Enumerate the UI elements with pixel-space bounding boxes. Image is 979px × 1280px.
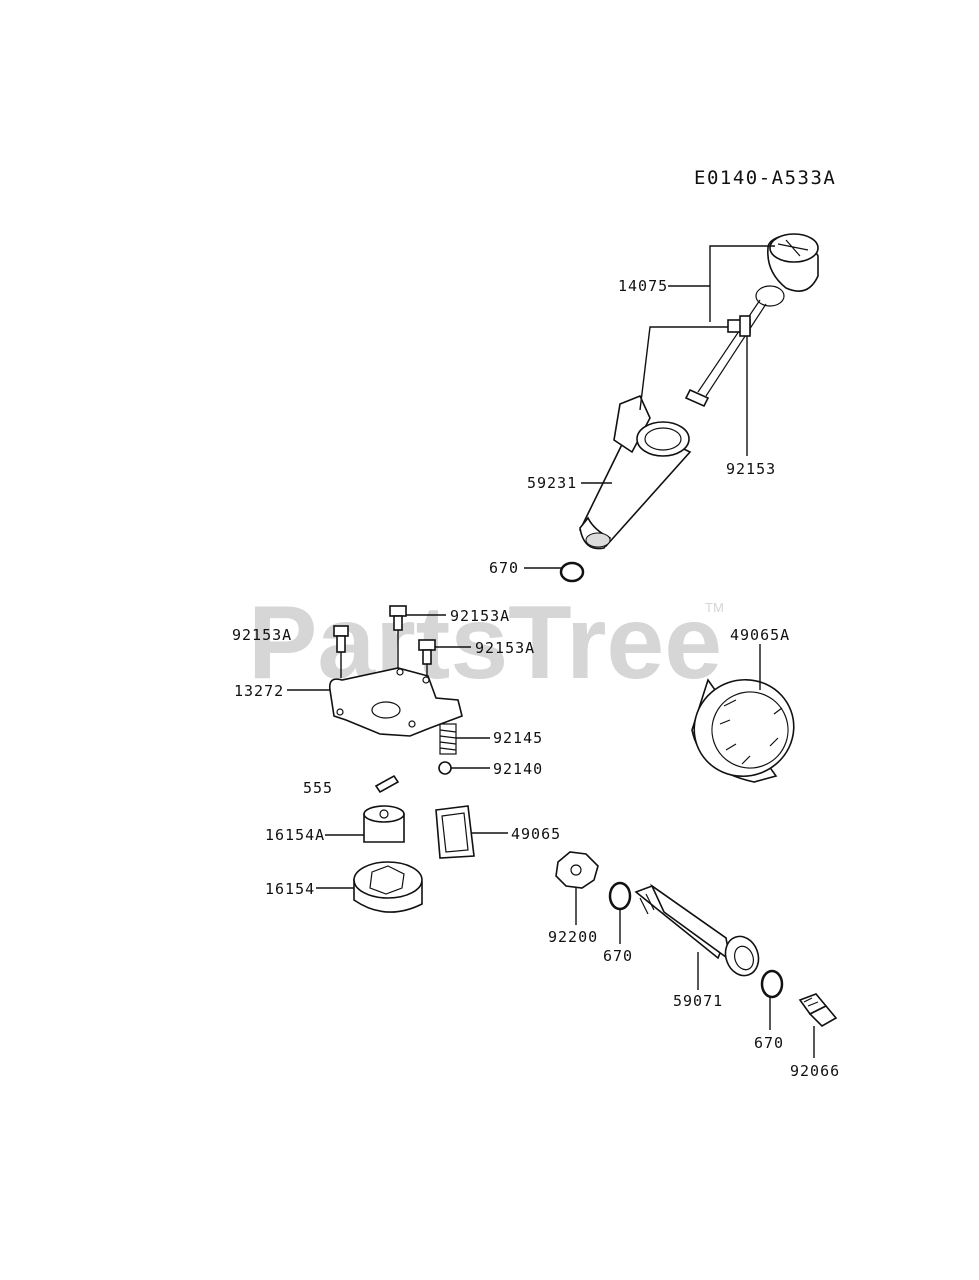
callout-14075[interactable]: 14075: [618, 277, 668, 295]
leader-92153-a: [639, 326, 728, 411]
bolt-92153A-left-part[interactable]: [333, 625, 349, 653]
callout-670-c[interactable]: 670: [754, 1034, 784, 1052]
o-ring-670-a[interactable]: [559, 561, 585, 583]
o-ring-670-b[interactable]: [608, 881, 632, 911]
oil-filter-49065A-part[interactable]: [681, 666, 808, 790]
pin-555-part[interactable]: [374, 774, 400, 794]
watermark: PartsTree: [248, 585, 722, 701]
callout-92066[interactable]: 92066: [790, 1062, 840, 1080]
filler-tube-part[interactable]: [578, 394, 692, 550]
callout-92153A-left[interactable]: 92153A: [232, 626, 292, 644]
outer-rotor-16154-part[interactable]: [353, 861, 423, 913]
callout-59231[interactable]: 59231: [527, 474, 577, 492]
ball-92140-part[interactable]: [438, 761, 452, 775]
callout-16154A[interactable]: 16154A: [265, 826, 325, 844]
bolt-92153-part[interactable]: [727, 315, 751, 337]
callout-555[interactable]: 555: [303, 779, 333, 797]
callout-49065A[interactable]: 49065A: [730, 626, 790, 644]
callout-92153A-top[interactable]: 92153A: [450, 607, 510, 625]
gasket-49065-part[interactable]: [435, 805, 475, 859]
callout-13272[interactable]: 13272: [234, 682, 284, 700]
callout-59071[interactable]: 59071: [673, 992, 723, 1010]
callout-49065[interactable]: 49065: [511, 825, 561, 843]
washer-92200-part[interactable]: [555, 851, 599, 889]
callout-670-b[interactable]: 670: [603, 947, 633, 965]
callout-92153A-right[interactable]: 92153A: [475, 639, 535, 657]
inner-rotor-16154A-part[interactable]: [363, 805, 405, 843]
spring-92145-part[interactable]: [439, 723, 457, 755]
watermark-trademark: TM: [705, 600, 724, 615]
callout-92200[interactable]: 92200: [548, 928, 598, 946]
callout-92140[interactable]: 92140: [493, 760, 543, 778]
o-ring-670-c[interactable]: [760, 969, 784, 999]
callout-670-a[interactable]: 670: [489, 559, 519, 577]
drain-plug-92066-part[interactable]: [798, 993, 838, 1027]
callout-92153[interactable]: 92153: [726, 460, 776, 478]
callout-16154[interactable]: 16154: [265, 880, 315, 898]
diagram-code: E0140-A533A: [694, 167, 836, 189]
leader-14075: [709, 245, 775, 322]
pump-cover-plate-part[interactable]: [328, 667, 463, 737]
dipstick-part[interactable]: [684, 233, 819, 408]
drain-pipe-59071-part[interactable]: [634, 883, 764, 980]
callout-92145[interactable]: 92145: [493, 729, 543, 747]
